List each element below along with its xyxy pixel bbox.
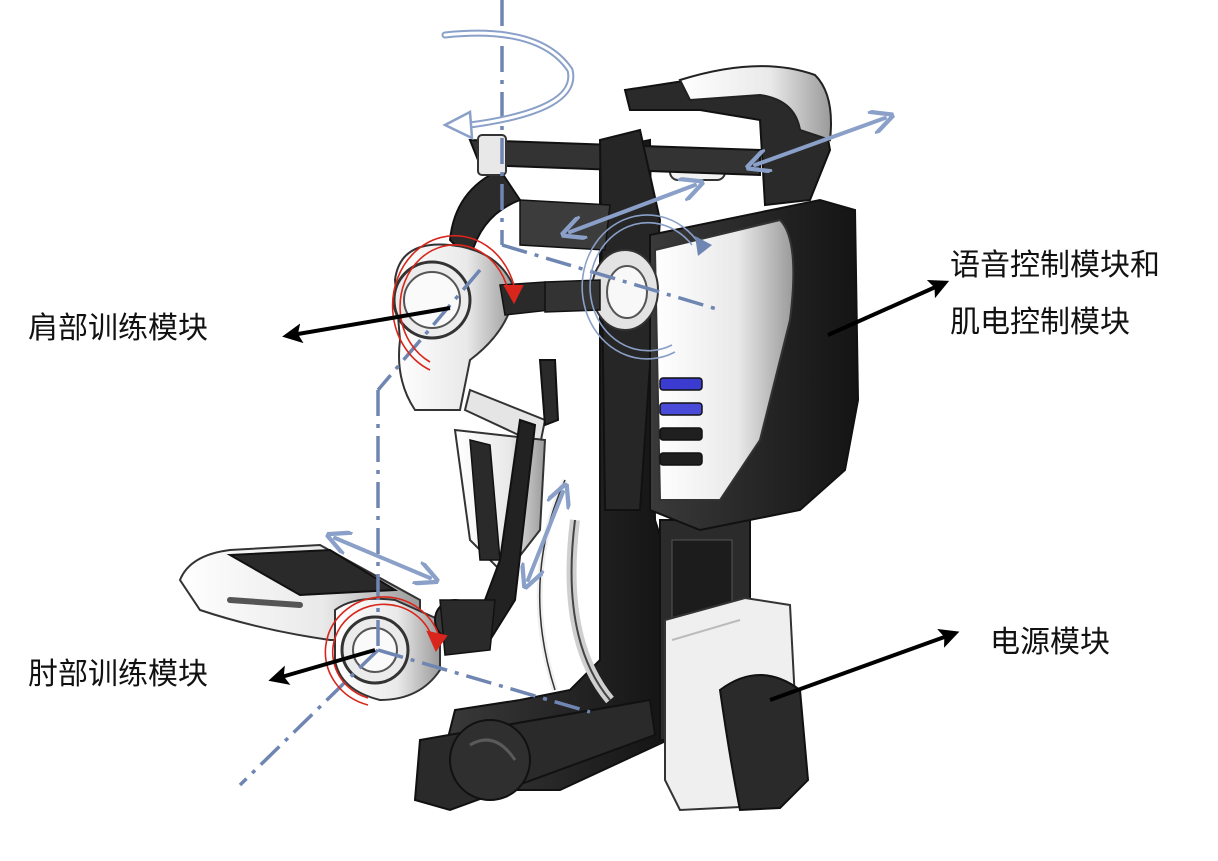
- forearm-axis: [238, 648, 380, 787]
- forearm-length-arrow: [335, 538, 430, 578]
- top-rotation-arc: [441, 29, 575, 129]
- emg-control-label: 肌电控制模块: [950, 305, 1130, 340]
- shoulder-rotation-arc: [391, 235, 516, 371]
- voice-control-label: 语音控制模块和: [950, 248, 1160, 283]
- control-module-body: [649, 198, 860, 532]
- translation-arrows: [335, 118, 885, 580]
- rotation-axes: [238, 0, 721, 787]
- elbow-rotation-arc: [324, 596, 441, 706]
- shoulder-horizontal-axis: [501, 243, 721, 312]
- control-module-pointer: [827, 279, 950, 337]
- shoulder-width-arrow: [570, 185, 695, 232]
- elbow-module-label: 肘部训练模块: [28, 657, 208, 692]
- upper-arm-length-arrow: [528, 492, 563, 580]
- shoulder-pointer: [282, 306, 451, 344]
- indicator-light-1: [659, 377, 703, 391]
- pointer-arrows: [268, 279, 960, 702]
- backrest-translation-arrow: [755, 118, 885, 165]
- power-module-body: [664, 596, 810, 812]
- rotation-indicators: [324, 29, 712, 706]
- elbow-horizontal-axis: [377, 648, 591, 714]
- indicator-light-2: [659, 402, 703, 416]
- power-pointer: [769, 628, 960, 702]
- shoulder-module-label: 肩部训练模块: [28, 311, 208, 346]
- shoulder-joint: [392, 243, 659, 411]
- elbow-pointer: [268, 648, 376, 685]
- power-module-label: 电源模块: [990, 625, 1110, 660]
